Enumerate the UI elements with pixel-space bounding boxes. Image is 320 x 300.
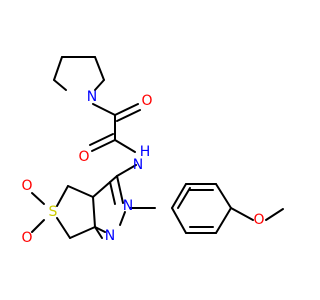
pyrazole-n2-label: N [123,198,133,214]
bond [91,139,116,152]
bond [89,133,114,146]
bond [69,226,96,239]
bond [56,185,69,207]
amide-n-label: N [133,157,143,173]
sulfone-o1-label: O [21,178,32,194]
keto-o-label: O [141,93,152,109]
bond [31,192,45,205]
bond [119,211,126,226]
bond [116,109,141,122]
pyrrolidine-n-label: N [87,89,97,105]
bond [177,187,191,209]
bond [94,79,105,91]
bond [92,175,118,198]
pyrrolidine-ring [53,56,105,91]
bond [56,217,71,239]
bond [94,56,105,81]
bond [67,185,94,198]
thiolane-ring [56,185,96,239]
bond [31,219,45,233]
pyrazole-n1-label: N [105,228,115,244]
molecule-canvas: N O O H N S O O N N O [21,56,284,246]
bond [53,56,63,81]
bond [109,181,116,205]
bond [114,103,139,116]
sulfur-label: S [49,204,58,220]
bond [171,183,187,209]
phenyl-ring [171,183,232,234]
bond [171,207,187,234]
bond [94,226,103,239]
sulfone-o2-label: O [21,230,32,246]
bond [116,175,124,204]
bond [92,103,116,116]
molecule-structure: N O O H N S O O N N O [21,56,284,246]
amide-h-label: H [140,144,151,160]
amide-o-label: O [78,149,89,165]
bond [265,208,284,221]
pyrazole-ring [92,175,126,239]
bond [114,139,136,153]
bond [53,79,67,91]
bond [215,207,232,234]
bond [116,164,137,177]
bond [215,183,232,209]
bond [230,207,254,221]
methoxy-o-label: O [253,212,264,228]
bond [92,196,96,228]
